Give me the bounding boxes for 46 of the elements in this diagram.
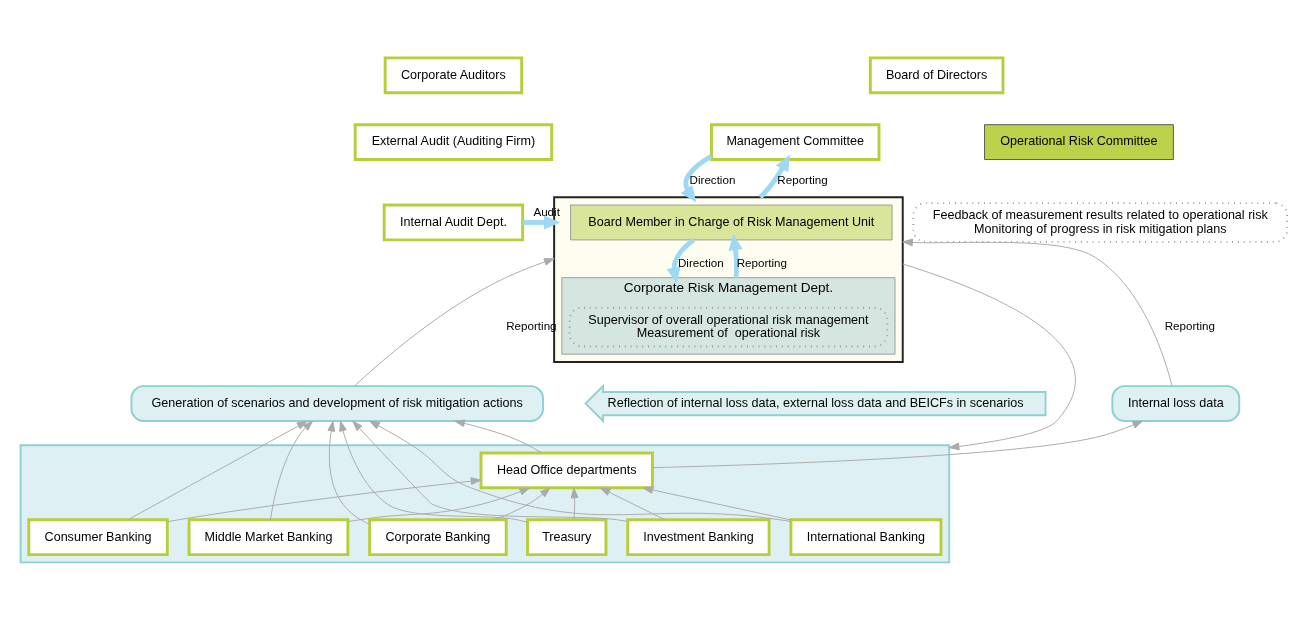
edge-label: Direction bbox=[689, 172, 736, 186]
node-box: Board of Directors bbox=[868, 55, 1005, 94]
edge-label: Reporting bbox=[736, 255, 788, 269]
arrow bbox=[270, 420, 314, 520]
arrow bbox=[599, 486, 666, 520]
arrow bbox=[570, 487, 579, 520]
node-box: Investment Banking bbox=[626, 517, 771, 556]
arrow bbox=[339, 420, 528, 523]
arrow bbox=[680, 153, 713, 202]
node-box: Internal loss data bbox=[1111, 384, 1241, 422]
node-box: Internal Audit Dept. bbox=[382, 203, 525, 241]
arrow bbox=[352, 420, 628, 522]
node-box: Corporate Banking bbox=[368, 517, 508, 556]
node-box: Middle Market Banking bbox=[187, 517, 350, 556]
arrow bbox=[494, 486, 551, 520]
node-box: Supervisor of overall operational risk management Measurement of operational risk bbox=[568, 306, 889, 347]
arrow bbox=[353, 257, 555, 387]
arrow bbox=[642, 485, 792, 520]
node-box: Board Member in Charge of Risk Management Unit bbox=[570, 204, 893, 240]
node-box: Feedback of measurement results related to operational risk Monitoring of progress in risk mitigation plans bbox=[912, 201, 1289, 243]
arrow bbox=[454, 419, 543, 453]
arrow bbox=[327, 420, 370, 525]
arrow bbox=[127, 420, 308, 520]
node-box: Consumer Banking bbox=[27, 517, 169, 556]
node-box: Head Office departments bbox=[479, 451, 654, 489]
arrow bbox=[666, 237, 695, 284]
arrow bbox=[902, 263, 1076, 450]
arrow bbox=[369, 420, 792, 522]
node-box: International Banking bbox=[789, 517, 943, 556]
arrow bbox=[347, 486, 531, 522]
arrow bbox=[902, 238, 1173, 386]
node-box: Management Committee bbox=[710, 122, 881, 161]
node-box: Treasury bbox=[526, 517, 608, 556]
edge-label: Direction bbox=[677, 255, 724, 269]
node-box: Operational Risk Committee bbox=[984, 123, 1174, 160]
edge-label: Reporting bbox=[1164, 318, 1216, 332]
cluster bbox=[19, 443, 951, 563]
node-box: External Audit (Auditing Firm) bbox=[353, 122, 554, 161]
node-box: Generation of scenarios and development of risk mitigation actions bbox=[130, 384, 544, 422]
arrow bbox=[522, 214, 561, 230]
node-box: Corporate Auditors bbox=[383, 55, 524, 94]
arrow bbox=[728, 233, 743, 278]
edge-label: Reporting bbox=[777, 172, 828, 186]
arrow bbox=[758, 154, 790, 199]
arrow bbox=[652, 420, 1144, 468]
arrow bbox=[167, 476, 482, 522]
